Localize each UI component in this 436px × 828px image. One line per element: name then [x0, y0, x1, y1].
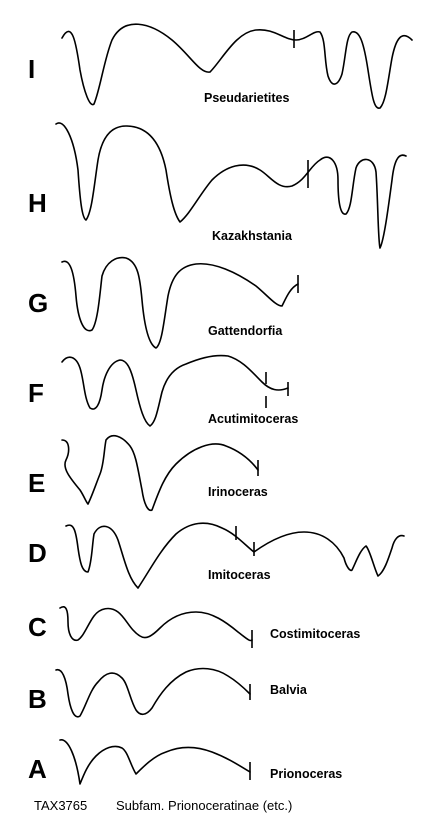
row-letter-b: B — [28, 684, 47, 714]
suture-line-imitoceras — [65, 522, 405, 589]
genus-label-imitoceras: Imitoceras — [208, 568, 271, 582]
row-letter-i: I — [28, 54, 35, 84]
row-letter-g: G — [28, 288, 48, 318]
suture-line-irinoceras — [61, 434, 259, 512]
row-letter-h: H — [28, 188, 47, 218]
genus-label-irinoceras: Irinoceras — [208, 485, 268, 499]
row-balvia: B Balvia — [28, 667, 308, 718]
suture-line-balvia — [55, 667, 251, 718]
row-gattendorfia: G Gattendorfia — [28, 256, 299, 349]
genus-label-acutimitoceras: Acutimitoceras — [208, 412, 298, 426]
row-letter-d: D — [28, 538, 47, 568]
row-letter-a: A — [28, 754, 47, 784]
row-costimitoceras: C Costimitoceras — [28, 606, 360, 648]
row-pseudarietites: I Pseudarietites — [28, 23, 413, 109]
genus-label-pseudarietites: Pseudarietites — [204, 91, 290, 105]
row-prionoceras: A Prionoceras — [28, 739, 342, 785]
caption-title: Subfam. Prionoceratinae (etc.) — [116, 798, 292, 813]
genus-label-kazakhstania: Kazakhstania — [212, 229, 293, 243]
row-letter-e: E — [28, 468, 45, 498]
caption-code: TAX3765 — [34, 798, 87, 813]
suture-line-pseudarietites — [61, 23, 413, 109]
genus-label-balvia: Balvia — [270, 683, 308, 697]
suture-line-prionoceras — [59, 739, 251, 785]
row-letter-c: C — [28, 612, 47, 642]
row-acutimitoceras: F Acutimitoceras — [28, 354, 298, 427]
row-kazakhstania: H Kazakhstania — [28, 122, 407, 249]
suture-line-kazakhstania — [55, 122, 407, 249]
suture-line-costimitoceras — [59, 606, 253, 642]
row-irinoceras: E Irinoceras — [28, 434, 268, 512]
suture-line-gattendorfia — [61, 256, 299, 349]
genus-label-prionoceras: Prionoceras — [270, 767, 342, 781]
genus-label-gattendorfia: Gattendorfia — [208, 324, 283, 338]
row-letter-f: F — [28, 378, 44, 408]
row-imitoceras: D Imitoceras — [28, 522, 405, 589]
genus-label-costimitoceras: Costimitoceras — [270, 627, 360, 641]
suture-line-acutimitoceras — [61, 354, 289, 427]
